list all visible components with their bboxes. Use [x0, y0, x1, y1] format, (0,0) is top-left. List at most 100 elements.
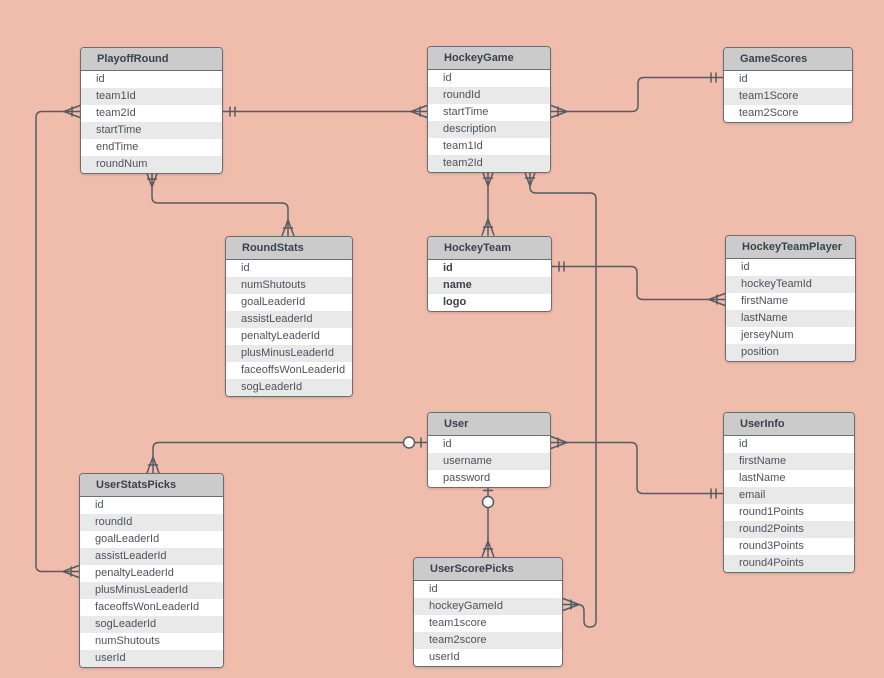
field-id: id: [428, 436, 550, 453]
entity-title: UserStatsPicks: [80, 474, 223, 497]
field-name: name: [428, 277, 551, 294]
crow-foot-marker: [562, 597, 580, 612]
field-email: email: [724, 487, 854, 504]
field-assistLeaderId: assistLeaderId: [80, 548, 223, 565]
crow-foot-marker: [550, 435, 568, 450]
field-id: id: [81, 71, 222, 88]
field-roundId: roundId: [428, 87, 550, 104]
field-description: description: [428, 121, 550, 138]
field-goalLeaderId: goalLeaderId: [226, 294, 352, 311]
field-username: username: [428, 453, 550, 470]
connector-playoffround-hockeygame[interactable]: [222, 104, 428, 119]
field-numShutouts: numShutouts: [226, 277, 352, 294]
field-id: id: [428, 260, 551, 277]
connector-playoffround-roundstats[interactable]: [145, 170, 295, 237]
field-jerseyNum: jerseyNum: [726, 327, 855, 344]
entity-title: HockeyGame: [428, 47, 550, 70]
crow-foot-marker: [281, 219, 295, 237]
crow-foot-marker: [481, 218, 495, 236]
entity-title: User: [428, 413, 550, 436]
exactly-one-marker: [558, 261, 565, 272]
field-round4Points: round4Points: [724, 555, 854, 572]
field-assistLeaderId: assistLeaderId: [226, 311, 352, 328]
field-lastName: lastName: [726, 310, 855, 327]
entity-title: RoundStats: [226, 237, 352, 260]
field-penaltyLeaderId: penaltyLeaderId: [226, 328, 352, 345]
exactly-one-marker: [710, 488, 717, 499]
field-logo: logo: [428, 294, 551, 311]
field-roundNum: roundNum: [81, 156, 222, 173]
field-id: id: [724, 436, 854, 453]
field-id: id: [724, 71, 852, 88]
connector-user-userstatspicks[interactable]: [146, 436, 428, 474]
field-password: password: [428, 470, 550, 487]
exactly-one-marker: [710, 72, 717, 83]
field-numShutouts: numShutouts: [80, 633, 223, 650]
field-round1Points: round1Points: [724, 504, 854, 521]
field-goalLeaderId: goalLeaderId: [80, 531, 223, 548]
crow-foot-marker: [708, 292, 726, 307]
field-sogLeaderId: sogLeaderId: [226, 379, 352, 396]
field-sogLeaderId: sogLeaderId: [80, 616, 223, 633]
field-plusMinusLeaderId: plusMinusLeaderId: [226, 345, 352, 362]
field-round2Points: round2Points: [724, 521, 854, 538]
zero-or-one-marker: [402, 436, 422, 449]
field-userId: userId: [80, 650, 223, 667]
connector-user-userscorepicks[interactable]: [481, 484, 495, 558]
field-faceoffsWonLeaderId: faceoffsWonLeaderId: [226, 362, 352, 379]
field-team1Id: team1Id: [81, 88, 222, 105]
field-id: id: [726, 259, 855, 276]
field-id: id: [414, 581, 562, 598]
field-lastName: lastName: [724, 470, 854, 487]
crow-foot-marker: [146, 456, 160, 474]
crow-foot-marker: [63, 104, 81, 119]
entity-title: PlayoffRound: [81, 48, 222, 71]
field-round3Points: round3Points: [724, 538, 854, 555]
connector-hockeygame-hockeyteam[interactable]: [481, 169, 495, 236]
connector-playoffround-userstatspicks[interactable]: [35, 104, 81, 579]
field-startTime: startTime: [81, 122, 222, 139]
field-team1score: team1score: [414, 615, 562, 632]
field-firstName: firstName: [724, 453, 854, 470]
field-id: id: [226, 260, 352, 277]
entity-title: UserScorePicks: [414, 558, 562, 581]
field-hockeyGameId: hockeyGameId: [414, 598, 562, 615]
field-firstName: firstName: [726, 293, 855, 310]
entity-title: HockeyTeam: [428, 237, 551, 260]
field-id: id: [428, 70, 550, 87]
exactly-one-marker: [229, 106, 236, 117]
field-roundId: roundId: [80, 514, 223, 531]
field-position: position: [726, 344, 855, 361]
crow-foot-marker: [550, 104, 568, 119]
field-hockeyTeamId: hockeyTeamId: [726, 276, 855, 293]
field-team2score: team2score: [414, 632, 562, 649]
entity-title: HockeyTeamPlayer: [726, 236, 855, 259]
field-startTime: startTime: [428, 104, 550, 121]
field-plusMinusLeaderId: plusMinusLeaderId: [80, 582, 223, 599]
field-userId: userId: [414, 649, 562, 666]
zero-or-one-marker: [481, 489, 495, 509]
connector-hockeygame-gamescores[interactable]: [550, 72, 724, 119]
field-id: id: [80, 497, 223, 514]
crow-foot-marker: [481, 540, 495, 558]
entity-title: GameScores: [724, 48, 852, 71]
entity-title: UserInfo: [724, 413, 854, 436]
connector-user-userinfo[interactable]: [550, 435, 724, 499]
crow-foot-marker: [62, 564, 80, 579]
field-team2Id: team2Id: [428, 155, 550, 172]
connector-hockeyteam-hockeyteamplayer[interactable]: [551, 261, 726, 307]
field-team1Id: team1Id: [428, 138, 550, 155]
field-team2Id: team2Id: [81, 105, 222, 122]
